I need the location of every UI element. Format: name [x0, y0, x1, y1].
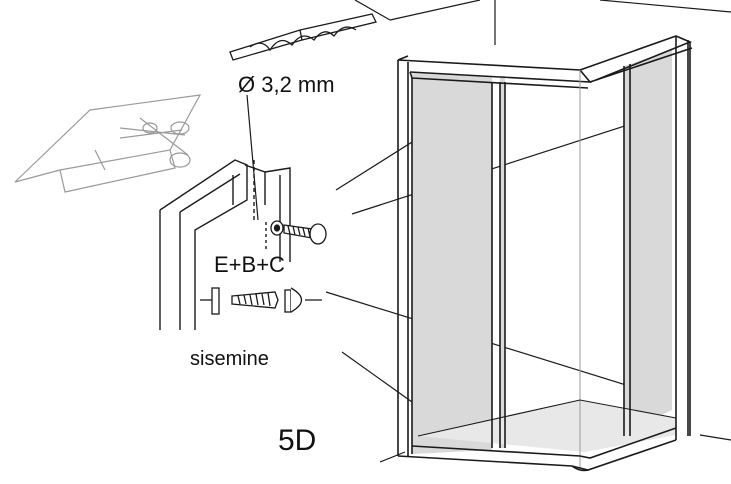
glass-panel-front-right: [500, 76, 505, 448]
inside-label: sisemine: [190, 348, 269, 370]
parts-label: E+B+C: [214, 252, 285, 277]
screw-cap-icon: [200, 287, 322, 315]
scissors-icon: [14, 94, 202, 193]
drill-bit-icon: [229, 13, 377, 61]
screw-icon: [270, 220, 327, 245]
glass-panel-front-left: [412, 72, 492, 454]
drill-size-label: Ø 3,2 mm: [238, 72, 335, 97]
wall-profile-detail: [159, 159, 291, 330]
shower-enclosure: [397, 35, 693, 472]
step-label: 5D: [278, 424, 317, 457]
room-walls: [354, 0, 731, 463]
glass-panel-side: [624, 50, 672, 434]
